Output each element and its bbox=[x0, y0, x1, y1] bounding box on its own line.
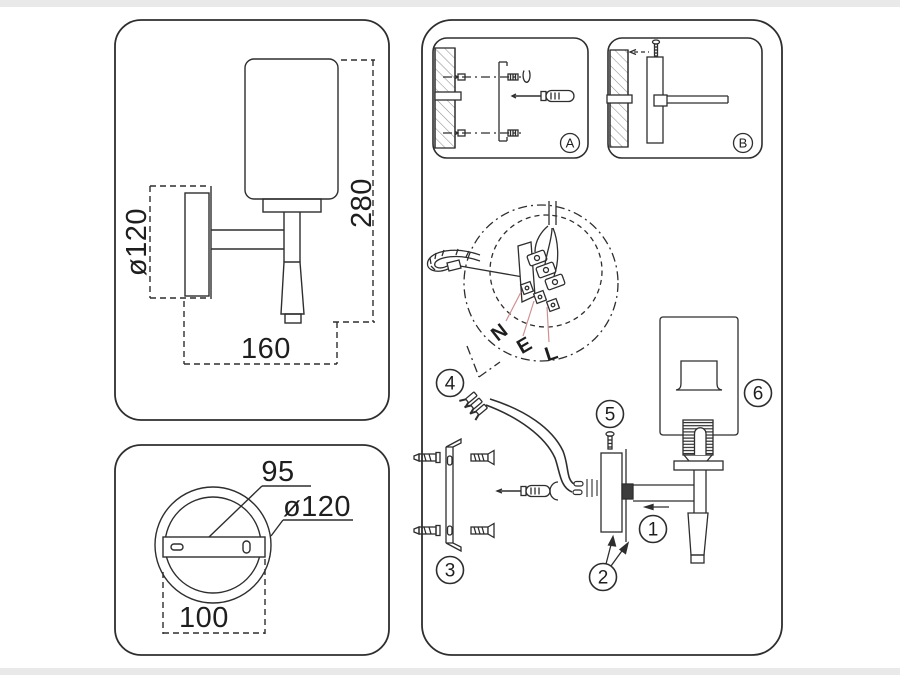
dimension-plate-diameter bbox=[149, 185, 209, 299]
balloon-outline bbox=[463, 204, 619, 362]
mounting-bracket-back bbox=[162, 536, 266, 558]
screwdriver-main-icon bbox=[495, 481, 559, 501]
dim-label-hole-spacing: 100 bbox=[179, 602, 229, 634]
lamp-head-assembly: 6 bbox=[659, 316, 773, 564]
callout-5-badge bbox=[595, 399, 625, 429]
socket-flange bbox=[673, 460, 724, 471]
callout-4-badge bbox=[435, 368, 465, 398]
callout-2-arrows bbox=[605, 534, 630, 567]
step-a-label: A bbox=[566, 136, 575, 151]
callout-5-label: 5 bbox=[605, 405, 616, 426]
dim-label-total-height: 280 bbox=[346, 178, 378, 228]
page-edge-bottom bbox=[0, 668, 900, 675]
rotation-arrow-icon bbox=[522, 70, 531, 83]
callout-3-label: 3 bbox=[445, 561, 456, 582]
page-edge-top bbox=[0, 0, 900, 7]
bracket-slot-right bbox=[242, 540, 251, 554]
panel-back-view: 95 ø120 100 bbox=[114, 444, 390, 656]
junction-box-a bbox=[434, 91, 462, 101]
reading-light-tip bbox=[284, 313, 302, 324]
side-view-lamp-drawing bbox=[184, 58, 339, 324]
callout-6-label: 6 bbox=[753, 384, 764, 405]
threaded-nipple bbox=[621, 483, 634, 500]
dimension-total-height bbox=[333, 59, 375, 323]
dimension-back-diameter bbox=[270, 519, 353, 537]
rotate-hint-icon bbox=[549, 481, 559, 501]
backplate-assembly: 5 1 2 bbox=[588, 399, 694, 592]
mounting-bracket-part bbox=[445, 437, 462, 553]
callout-2-label: 2 bbox=[598, 568, 609, 589]
step-a-badge bbox=[559, 132, 581, 154]
junction-box-b bbox=[606, 94, 633, 104]
step-b-label: B bbox=[739, 136, 748, 151]
bracket-slot-left bbox=[170, 543, 184, 551]
mains-cable-loop bbox=[426, 248, 524, 278]
wall-plate-side bbox=[184, 192, 210, 297]
slide-arrow-icon bbox=[642, 503, 669, 511]
inset-a-border bbox=[432, 37, 589, 159]
inset-step-a: A bbox=[432, 37, 589, 159]
mounting-bracket-a bbox=[498, 61, 508, 142]
callout-6-badge bbox=[743, 378, 773, 408]
cable-end-connector bbox=[446, 259, 462, 272]
shade-inner-profile bbox=[675, 360, 723, 391]
arrow-left-icon bbox=[628, 48, 649, 56]
part-3-hardware: 3 bbox=[413, 437, 495, 585]
terminal-block bbox=[517, 201, 566, 313]
callout-2-badge bbox=[588, 562, 618, 592]
dimension-projection bbox=[183, 301, 338, 365]
dim-label-plate-diameter: ø120 bbox=[121, 208, 153, 276]
wall-anchor-part-icon bbox=[413, 451, 441, 537]
callout-3-badge bbox=[435, 555, 465, 585]
panel-side-view: ø120 280 160 bbox=[114, 19, 390, 421]
wall-anchor-icon bbox=[454, 73, 466, 137]
step-b-badge bbox=[732, 132, 754, 154]
dimension-bracket-offset bbox=[208, 485, 311, 538]
callout-1-label: 1 bbox=[648, 520, 659, 541]
back-plate-part bbox=[600, 452, 623, 533]
dim-label-bracket-offset: 95 bbox=[261, 456, 294, 488]
lead-wires bbox=[485, 398, 598, 497]
panel-back-view-border bbox=[114, 444, 390, 656]
panel-instructions-border bbox=[421, 19, 783, 656]
plate-outer-circle bbox=[154, 486, 272, 604]
socket-notch bbox=[693, 427, 707, 455]
panel-side-view-border bbox=[114, 19, 390, 421]
terminal-leader-lines bbox=[505, 291, 550, 343]
screw-top-icon bbox=[651, 39, 661, 57]
screwdriver-icon bbox=[510, 89, 575, 103]
dim-label-back-diameter: ø120 bbox=[283, 491, 351, 523]
screw-icon bbox=[507, 73, 519, 137]
screw-part-icon bbox=[470, 449, 495, 539]
dimension-hole-spacing bbox=[162, 559, 266, 634]
screw-vertical-icon bbox=[605, 431, 615, 450]
arm-joint-b bbox=[653, 94, 668, 107]
crimp-connectors-icon bbox=[459, 391, 488, 421]
callout-1-badge bbox=[638, 514, 668, 544]
shade-collar bbox=[262, 198, 322, 213]
reading-light-tip-part bbox=[690, 554, 705, 564]
dim-label-projection: 160 bbox=[241, 333, 291, 365]
reading-light-cone bbox=[280, 261, 305, 315]
inset-step-b: B bbox=[606, 37, 763, 159]
callout-4-label: 4 bbox=[445, 374, 456, 395]
